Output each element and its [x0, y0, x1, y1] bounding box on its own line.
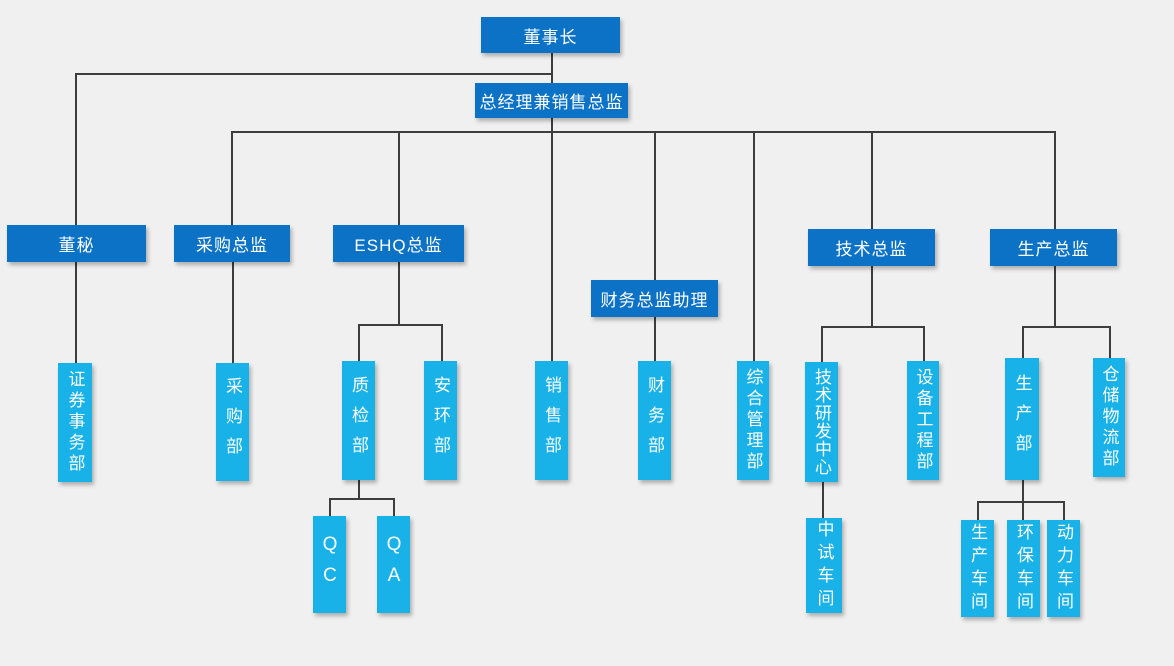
node-procurement-dept: 采购部 [216, 363, 249, 481]
connector [1022, 326, 1024, 358]
connector [329, 498, 393, 500]
connector [398, 262, 400, 324]
connector [358, 324, 360, 361]
connector [398, 131, 400, 225]
connector [753, 131, 755, 361]
node-warehouse-logistics-dept: 仓储物流部 [1093, 358, 1125, 477]
node-chairman: 董事长 [481, 17, 620, 53]
connector [75, 73, 552, 75]
connector [1063, 501, 1065, 520]
node-quality-inspection-dept: 质检部 [342, 361, 375, 480]
connector [551, 53, 553, 84]
node-qa: QA [377, 516, 410, 613]
connector [1054, 131, 1056, 229]
connector [871, 266, 873, 326]
connector [977, 501, 979, 520]
node-pilot-workshop: 中试车间 [806, 518, 842, 613]
node-sales-dept: 销售部 [535, 361, 568, 480]
connector [393, 498, 395, 516]
node-board-secretary: 董秘 [7, 225, 146, 262]
node-tech-rd-center: 技术研发中心 [805, 362, 838, 482]
node-safety-environment-dept: 安环部 [424, 361, 457, 480]
connector [231, 131, 233, 225]
connector [441, 324, 443, 361]
connector [871, 131, 873, 229]
node-securities-affairs-dept: 证券事务部 [58, 363, 92, 482]
connector [1022, 326, 1109, 328]
connector [654, 317, 656, 361]
node-production-workshop: 生产车间 [961, 520, 994, 617]
connector [551, 131, 553, 361]
node-qc: QC [313, 516, 346, 613]
connector [551, 118, 553, 132]
connector [358, 480, 360, 498]
node-equipment-engineering-dept: 设备工程部 [907, 361, 939, 480]
connector [821, 326, 923, 328]
connector [232, 262, 234, 363]
connector [977, 501, 1063, 503]
node-production-director: 生产总监 [990, 229, 1117, 266]
connector [231, 131, 1055, 133]
connector [75, 262, 77, 363]
node-general-manager: 总经理兼销售总监 [475, 83, 628, 118]
connector [1022, 501, 1024, 520]
node-environmental-workshop: 环保车间 [1007, 520, 1040, 617]
connector [822, 482, 824, 518]
connector [1109, 326, 1111, 358]
connector [358, 324, 441, 326]
node-production-dept: 生产部 [1005, 358, 1039, 480]
connector [329, 498, 331, 516]
node-general-management-dept: 综合管理部 [737, 361, 769, 480]
connector [923, 326, 925, 361]
connector [821, 326, 823, 362]
node-finance-dept: 财务部 [638, 361, 671, 480]
connector [75, 73, 77, 225]
node-power-workshop: 动力车间 [1047, 520, 1080, 617]
node-finance-director-assistant: 财务总监助理 [591, 280, 718, 317]
node-technical-director: 技术总监 [808, 229, 935, 266]
connector [1022, 480, 1024, 501]
node-eshq-director: ESHQ总监 [333, 225, 464, 262]
connector [654, 131, 656, 280]
connector [1054, 266, 1056, 326]
node-procurement-director: 采购总监 [174, 225, 290, 262]
